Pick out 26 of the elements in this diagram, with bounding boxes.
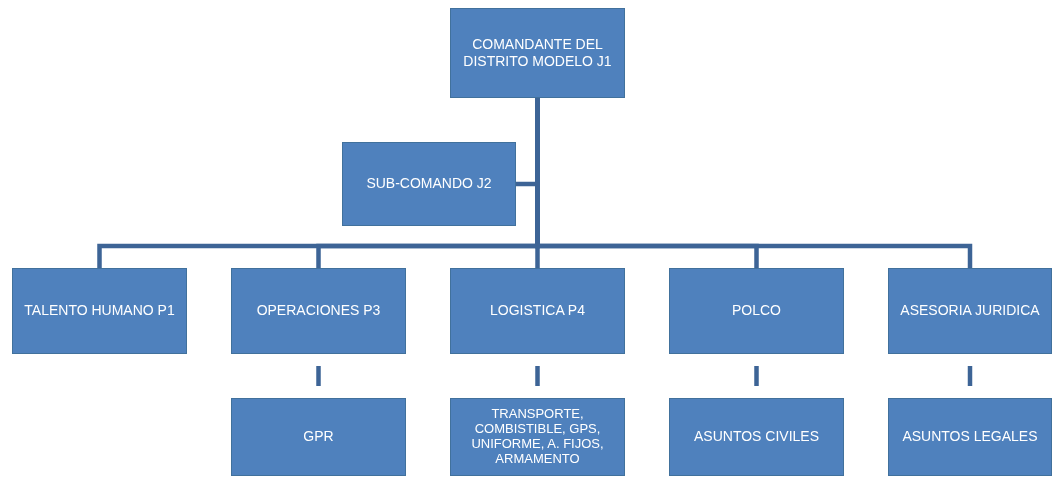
- connector-line: [535, 366, 540, 386]
- connector-line: [967, 366, 973, 386]
- org-box: [450, 8, 625, 98]
- org-box: [669, 268, 844, 354]
- box-label: OPERACIONES P3: [256, 302, 381, 320]
- org-box: [450, 268, 625, 354]
- box-label: ASUNTOS CIVILES: [694, 428, 819, 446]
- org-box: [669, 398, 844, 476]
- org-box: [12, 268, 187, 354]
- box-label: LOGISTICA P4: [490, 302, 585, 320]
- box-label: TRANSPORTE, COMBISTIBLE, GPS, UNIFORME, A. FIJOS, ARMAMENTO: [470, 407, 605, 467]
- org-box: [450, 398, 625, 476]
- box-label: GPR: [303, 428, 334, 446]
- org-box: [888, 398, 1052, 476]
- box-label: ASESORIA JURIDICA: [900, 302, 1040, 320]
- box-label: ASUNTOS LEGALES: [902, 428, 1038, 446]
- org-box: [342, 142, 516, 226]
- connector-line: [316, 366, 321, 386]
- box-label: COMANDANTE DEL DISTRITO MODELO J1: [462, 35, 613, 71]
- org-box: [231, 398, 406, 476]
- box-label: TALENTO HUMANO P1: [24, 302, 175, 320]
- org-box: [888, 268, 1052, 354]
- connector-line: [754, 366, 759, 386]
- box-label: POLCO: [732, 302, 781, 320]
- org-box: [231, 268, 406, 354]
- box-label: SUB-COMANDO J2: [366, 175, 492, 193]
